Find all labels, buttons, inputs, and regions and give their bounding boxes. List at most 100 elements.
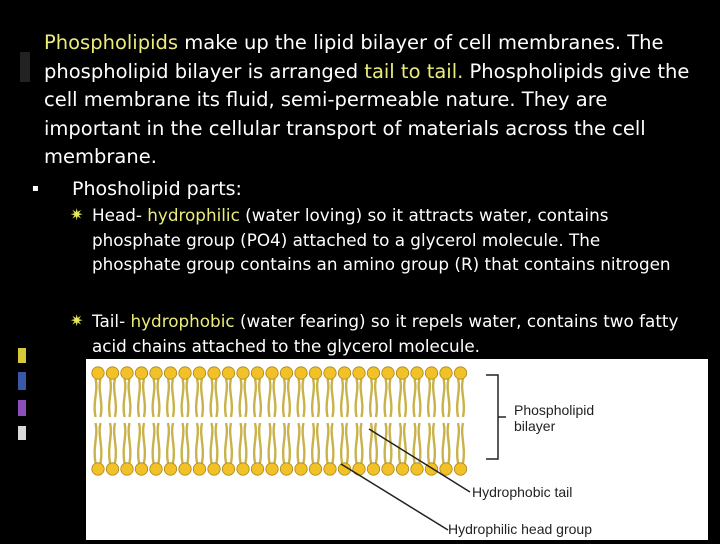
hydrophilic-head — [366, 462, 381, 476]
fatty-acid-tail — [127, 378, 132, 418]
hydrophilic-head — [381, 462, 395, 476]
fatty-acid-tail — [243, 378, 248, 418]
hydrophilic-head — [366, 366, 381, 380]
label-hydrophobic-tail: Hydrophobic tail — [472, 484, 572, 500]
hydrophilic-head — [381, 366, 395, 380]
fatty-acid-tail — [165, 422, 171, 464]
hydrophilic-head — [308, 462, 323, 476]
fatty-acid-tail — [185, 422, 190, 464]
hydrophilic-head — [279, 366, 294, 380]
hydrophilic-head — [308, 366, 323, 380]
fatty-acid-tail — [214, 378, 219, 418]
hydrophilic-head — [149, 366, 163, 380]
fatty-acid-tail — [301, 378, 306, 418]
fatty-acid-tail — [325, 422, 330, 464]
subbullet-head-prefix: Head- — [92, 205, 148, 225]
hydrophilic-head — [395, 366, 410, 380]
fatty-acid-tail — [199, 378, 205, 418]
fatty-acid-tail — [238, 378, 243, 418]
fatty-acid-tail — [446, 378, 451, 418]
fatty-acid-tail — [354, 422, 359, 464]
fatty-acid-tail — [223, 422, 229, 464]
fatty-acid-tail — [93, 422, 98, 464]
hydrophilic-head — [207, 366, 221, 380]
term-phospholipids: Phospholipids — [44, 31, 179, 54]
subbullet-tail-prefix: Tail- — [92, 311, 131, 331]
fatty-acid-tail — [344, 422, 350, 464]
fatty-acid-tail — [368, 378, 374, 418]
fatty-acid-tail — [156, 378, 161, 418]
hydrophilic-head — [453, 366, 468, 380]
hydrophilic-head — [192, 366, 207, 380]
fatty-acid-tail — [214, 422, 219, 464]
hydrophilic-head — [395, 462, 410, 476]
fatty-acid-tail — [209, 378, 214, 418]
fatty-acid-tail — [315, 378, 321, 418]
pointer-line-head — [340, 463, 449, 531]
fatty-acid-tail — [359, 378, 364, 418]
term-tail-to-tail: tail to tail. — [364, 59, 464, 83]
fatty-acid-tail — [180, 422, 185, 464]
fatty-acid-tail — [151, 378, 156, 418]
fatty-acid-tail — [296, 422, 301, 464]
term-hydrophilic: hydrophilic — [147, 205, 240, 225]
paragraph-text-1: make up the lipid bilayer of cell membra… — [44, 31, 664, 83]
hydrophilic-head — [120, 462, 134, 476]
decor-bar-blue — [18, 372, 26, 390]
fatty-acid-tail — [412, 378, 417, 418]
hydrophilic-head — [352, 462, 366, 476]
fatty-acid-tail — [339, 378, 345, 418]
fatty-acid-tail — [252, 378, 258, 418]
fatty-acid-tail — [426, 422, 432, 464]
hydrophilic-head — [120, 366, 134, 380]
fatty-acid-tail — [107, 378, 113, 418]
hydrophilic-head — [294, 366, 308, 380]
phospholipid-molecules — [91, 366, 468, 476]
fatty-acid-tail — [354, 378, 359, 418]
starburst-bullet-icon: ✷ — [70, 311, 84, 330]
main-paragraph: Phospholipids make up the lipid bilayer … — [44, 29, 704, 172]
hydrophilic-head — [323, 366, 337, 380]
fatty-acid-tail — [431, 378, 437, 418]
fatty-acid-tail — [272, 378, 277, 418]
fatty-acid-tail — [136, 378, 142, 418]
fatty-acid-tail — [402, 378, 408, 418]
hydrophilic-head — [265, 366, 279, 380]
fatty-acid-tail — [141, 422, 147, 464]
fatty-acid-tail — [301, 422, 306, 464]
fatty-acid-tail — [296, 378, 301, 418]
fatty-acid-tail — [272, 422, 277, 464]
hydrophilic-head — [163, 366, 178, 380]
fatty-acid-tail — [388, 378, 393, 418]
fatty-acid-tail — [417, 422, 422, 464]
fatty-acid-tail — [98, 378, 103, 418]
fatty-acid-tail — [383, 378, 388, 418]
hydrophilic-head — [91, 462, 105, 476]
fatty-acid-tail — [310, 378, 316, 418]
fatty-acid-tail — [228, 378, 234, 418]
fatty-acid-tail — [257, 422, 263, 464]
fatty-acid-tail — [460, 422, 466, 464]
fatty-acid-tail — [330, 378, 335, 418]
hydrophilic-head — [424, 366, 439, 380]
fatty-acid-tail — [112, 422, 118, 464]
fatty-acid-tail — [281, 378, 287, 418]
fatty-acid-tail — [368, 422, 374, 464]
fatty-acid-tail — [359, 422, 364, 464]
fatty-acid-tail — [209, 422, 214, 464]
hydrophilic-head — [105, 366, 120, 380]
term-hydrophobic: hydrophobic — [130, 311, 235, 331]
hydrophilic-head — [91, 366, 105, 380]
hydrophilic-head — [236, 366, 250, 380]
bullet-label: Phosholipid parts: — [72, 178, 242, 200]
fatty-acid-tail — [151, 422, 156, 464]
fatty-acid-tail — [310, 422, 316, 464]
label-phospholipid: Phospholipid — [514, 402, 594, 418]
hydrophilic-head — [410, 366, 424, 380]
fatty-acid-tail — [228, 422, 234, 464]
fatty-acid-tail — [441, 422, 446, 464]
fatty-acid-tail — [165, 378, 171, 418]
hydrophilic-head — [410, 462, 424, 476]
fatty-acid-tail — [325, 378, 330, 418]
hydrophilic-head — [337, 366, 352, 380]
